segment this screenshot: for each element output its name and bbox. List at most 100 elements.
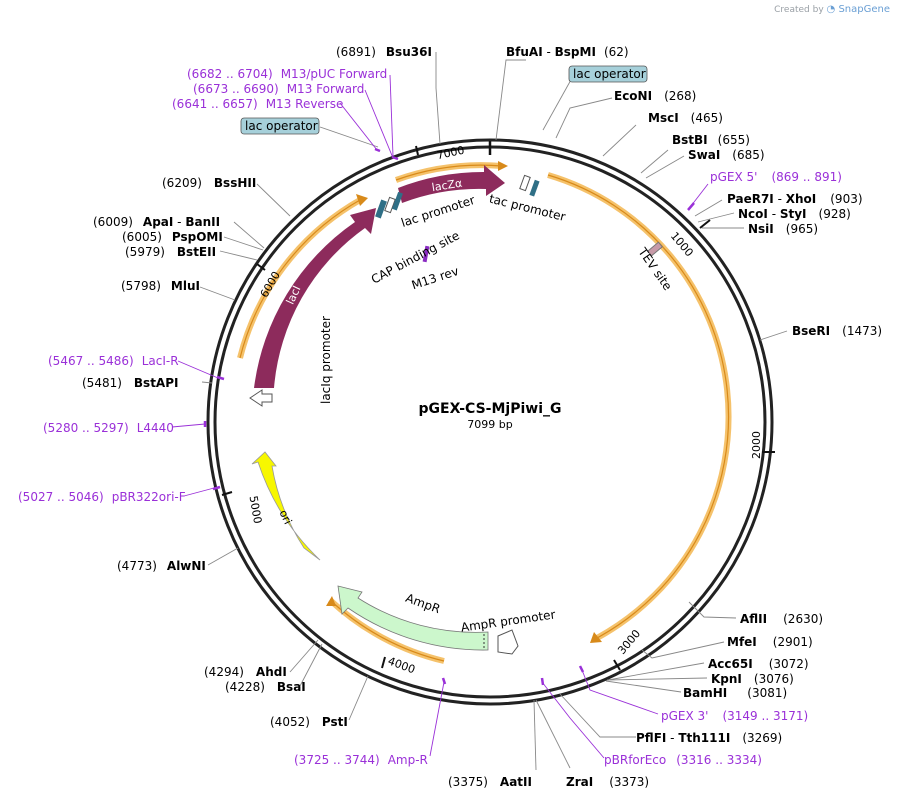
tick-2000: 2000 <box>750 431 763 459</box>
lac-operator-marker <box>392 191 403 211</box>
site-aflii: AflII(2630) <box>740 612 823 626</box>
orf-arcs <box>237 161 732 664</box>
m13puc-leader <box>389 74 394 157</box>
primer-m13puc: (6682 .. 6704)M13/pUC Forward <box>187 67 387 81</box>
site-bsteii: (5979)BstEII <box>125 245 216 259</box>
ncoi-leader <box>697 212 735 223</box>
credit-brand: SnapGene <box>838 4 890 15</box>
primer-leaders <box>171 74 709 759</box>
econi-leader <box>555 97 613 139</box>
kpni-leader <box>606 677 708 681</box>
primer-pgex3: pGEX 3'(3149 .. 3171) <box>661 709 808 723</box>
ampr-promoter-label: AmpR promoter <box>460 607 556 634</box>
ampr-arrow <box>337 585 489 651</box>
pbr322-mark <box>212 485 221 491</box>
tick-6000-mark <box>256 263 266 271</box>
lac-operator-box-2: lac operator <box>240 117 320 135</box>
primer-l4440: (5280 .. 5297)L4440 <box>43 421 174 435</box>
primer-labels: pGEX 5'(869 .. 891) pGEX 3'(3149 .. 3171… <box>18 67 842 767</box>
tick-5000-mark <box>221 491 233 496</box>
site-pspomi: (6005)PspOMI <box>122 230 223 244</box>
site-swai: SwaI(685) <box>688 148 765 162</box>
plasmid-length: 7099 bp <box>467 418 512 431</box>
m13rev-leader <box>339 102 378 151</box>
lac-operator-box-1: lac operator <box>568 65 648 83</box>
lacza-arrow <box>398 165 505 203</box>
bstbi-leader <box>640 149 669 174</box>
primer-marks <box>203 147 695 686</box>
msci-leader <box>602 124 637 157</box>
laciq-promoter-label: lacIq promoter <box>319 316 333 404</box>
tick-1000-mark <box>699 219 711 229</box>
lac-promoter-marker <box>384 196 396 214</box>
snapgene-logo: ◔ <box>826 4 839 15</box>
site-bamhi: BamHI(3081) <box>683 686 787 700</box>
bfuai-leader <box>495 59 526 141</box>
site-bseri: BseRI(1473) <box>792 324 882 338</box>
primer-m13fwd: (6673 .. 6690)M13 Forward <box>193 82 364 96</box>
primer-pbrforeco: pBRforEco(3316 .. 3334) <box>604 753 762 767</box>
alwni-leader <box>207 547 239 566</box>
pgex5-leader <box>690 183 709 207</box>
tick-4000: 4000 <box>386 655 417 677</box>
paer7i-leader <box>694 199 723 217</box>
m13fwd-leader <box>364 89 394 159</box>
bstapi-leader <box>201 381 213 384</box>
seri-leader <box>759 330 788 341</box>
site-leaders <box>199 52 788 771</box>
plasmid-name: pGEX-CS-MjPiwi_G <box>419 401 562 417</box>
lac-op-1-leader <box>542 77 573 131</box>
site-ahdi: (4294)AhdI <box>204 665 287 679</box>
snapgene-credit: Created by ◔ SnapGene <box>774 4 890 15</box>
site-psti: (4052)PstI <box>270 715 348 729</box>
ampr-primer-mark <box>441 677 447 685</box>
aflii-leader <box>688 601 737 619</box>
lac-operator-box-2-bg <box>240 117 320 135</box>
orf-arc-laci-line <box>239 199 361 359</box>
psti-leader <box>348 675 369 721</box>
lac-op-2-leader <box>319 126 379 148</box>
pflfi-leader <box>559 693 636 738</box>
primer-m13rev: (6641 .. 6657)M13 Reverse <box>172 97 343 111</box>
orf-arc-gst-arrowhead <box>590 632 602 643</box>
site-econi: EcoNI(268) <box>614 89 696 103</box>
site-bstbi: BstBI(655) <box>672 133 750 147</box>
apai-leader <box>233 221 265 249</box>
primer-pgex5: pGEX 5'(869 .. 891) <box>710 170 842 184</box>
site-labels: BfuAI - BspMI(62) EcoNI(268) MscI(465) B… <box>82 45 882 789</box>
tac-promoter-label: tac promoter <box>488 192 567 225</box>
mfei-leader <box>641 641 725 659</box>
orf-arc-ampr-arrowhead <box>326 596 336 606</box>
site-kpni: KpnI(3076) <box>711 672 794 686</box>
site-bstapi: (5481)BstAPI <box>82 376 178 390</box>
bsshii-leader <box>256 183 291 217</box>
swai-leader <box>645 155 685 179</box>
laci-arrow <box>254 208 376 388</box>
tick-7000-mark <box>415 145 419 156</box>
site-bsshii: (6209)BssHII <box>162 176 256 190</box>
primer-pbr322: (5027 .. 5046)pBR322ori-F <box>18 490 186 504</box>
m13-rev-label: M13 rev <box>410 264 461 292</box>
tick-6000: 6000 <box>258 269 283 300</box>
zrai-leader <box>535 699 571 769</box>
tick-3000-mark <box>613 659 621 671</box>
lac-operator-box-2-text: lac operator <box>245 119 318 133</box>
site-apai: (6009)ApaI - BanII <box>93 215 220 229</box>
pbrforeco-mark <box>540 677 545 686</box>
site-mfei: MfeI(2901) <box>727 635 813 649</box>
tick-7000: 7000 <box>436 144 466 163</box>
bsai-leader <box>299 643 323 687</box>
backbone-outer-circle <box>206 138 774 706</box>
site-paer7i: PaeR7I - XhoI(903) <box>727 192 863 206</box>
site-pflfi: PflFI - Tth111I(3269) <box>636 731 782 745</box>
pbr322-leader <box>183 487 215 497</box>
orf-arc-lacz-line <box>395 164 503 181</box>
m13-rev-marker <box>422 245 430 263</box>
tac-operator-marker <box>529 179 540 197</box>
cap-site-marker <box>375 199 387 219</box>
site-nsii: NsiI(965) <box>748 222 818 236</box>
credit-prefix: Created by <box>774 5 824 15</box>
site-ncoi: NcoI - StyI(928) <box>738 207 851 221</box>
ruler: 1000 2000 3000 4000 5000 6000 7000 <box>221 141 775 677</box>
bsu36i-leader <box>435 52 441 145</box>
